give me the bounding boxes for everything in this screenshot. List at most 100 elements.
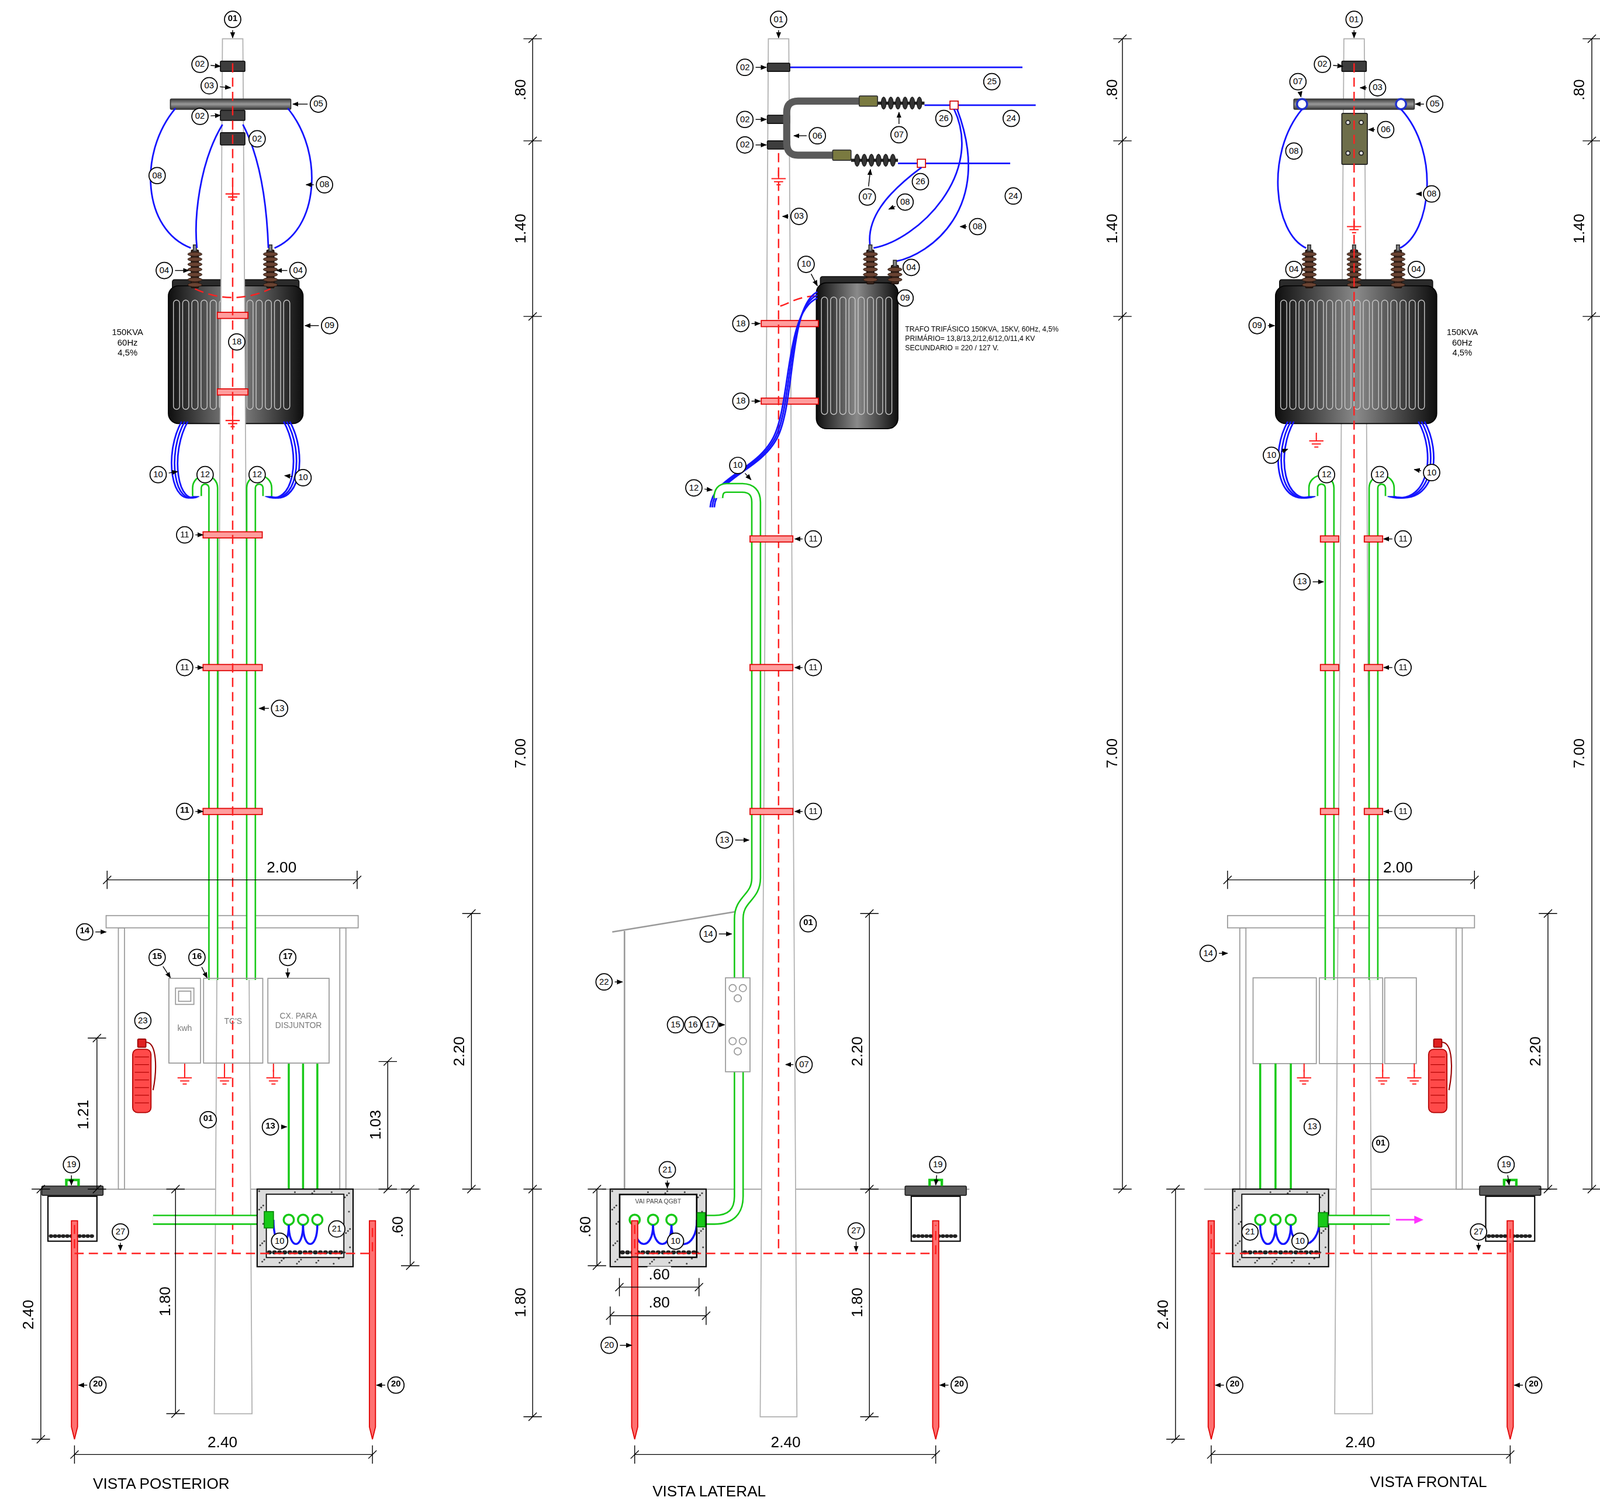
grounding-conductor — [634, 1224, 936, 1254]
concrete-grain — [1275, 1258, 1278, 1260]
dimension-tick — [523, 312, 542, 321]
view-title: VISTA LATERAL — [652, 1482, 766, 1500]
bushing-shed — [263, 251, 278, 257]
leader-line — [232, 29, 233, 38]
dimension-label: 7.00 — [1571, 737, 1589, 769]
callout-number: 27 — [847, 1221, 866, 1240]
callout-number: 16 — [188, 948, 206, 966]
concrete-grain — [614, 1260, 617, 1263]
concrete-grain — [1308, 1262, 1311, 1264]
callout-number: 02 — [248, 130, 266, 148]
ground-symbol — [1346, 218, 1361, 233]
leader-line — [70, 1175, 72, 1185]
gravel — [916, 1234, 921, 1238]
callout-number: 18 — [731, 314, 750, 333]
dimension-tick — [1582, 312, 1600, 321]
bushing-shed — [187, 272, 202, 277]
panel-box: CX. PARA DISJUNTOR — [267, 977, 330, 1064]
concrete-grain — [685, 1262, 688, 1264]
insulator-shed — [861, 154, 867, 167]
bushing-shed — [263, 257, 278, 262]
concrete-grain — [615, 1222, 618, 1225]
concrete-grain — [332, 1262, 335, 1264]
concrete-grain — [258, 1208, 261, 1211]
bushing-terminal — [893, 260, 897, 266]
dimension-line — [634, 1453, 936, 1455]
dimension-line — [619, 1286, 700, 1287]
dimension-tick — [1582, 136, 1600, 145]
leader-line — [1368, 129, 1375, 130]
callout-number: 18 — [731, 392, 750, 410]
cable — [274, 108, 313, 248]
callout-number: 07 — [795, 1055, 814, 1074]
concrete-grain — [259, 1243, 262, 1246]
callout-number: 07 — [890, 126, 908, 144]
ground-rod — [1507, 1220, 1513, 1440]
dimension-line — [387, 1061, 389, 1189]
concrete-grain — [346, 1193, 348, 1196]
leader-line — [1383, 538, 1393, 539]
extinguisher-rib — [134, 1063, 149, 1065]
bushing-shed — [1390, 272, 1405, 277]
callout-number: 12 — [196, 465, 214, 484]
dimension-tick — [1538, 1184, 1557, 1194]
gravel — [1490, 1234, 1496, 1238]
dimension-line — [531, 38, 533, 1416]
mounting-bracket — [786, 101, 866, 156]
dimension-tick — [166, 1184, 185, 1194]
dimension-label: 1.80 — [848, 1286, 866, 1318]
ground-symbol — [177, 1069, 192, 1084]
leader-line — [276, 270, 288, 271]
dimension-tick — [523, 34, 542, 43]
bracket-fitting — [859, 95, 878, 106]
callout-number: 19 — [928, 1155, 947, 1174]
dimension-label: 2.20 — [450, 1035, 468, 1067]
callout-number: 13 — [270, 699, 289, 718]
concrete-grain — [699, 1193, 701, 1196]
concrete-grain — [683, 1190, 686, 1193]
cooling-fin — [274, 299, 281, 410]
dimension-label: 2.20 — [848, 1035, 866, 1067]
concrete-grain — [1324, 1245, 1327, 1248]
box-knockout — [734, 1047, 742, 1055]
conduit-connector — [696, 1212, 706, 1227]
concrete-grain — [702, 1227, 704, 1230]
leader-line — [868, 169, 871, 187]
leader-line — [755, 67, 767, 68]
bushing-shed — [863, 277, 878, 282]
concrete-grain — [260, 1205, 262, 1208]
dimension-tick — [630, 1445, 639, 1464]
bushing-shed — [1390, 251, 1405, 257]
cooling-fin — [885, 296, 892, 415]
callout-number: 10 — [1291, 1232, 1309, 1250]
dimension-tick — [1113, 34, 1132, 43]
leader-line — [1383, 810, 1393, 812]
dimension-label: 2.40 — [1344, 1433, 1377, 1451]
concrete-grain — [1234, 1208, 1236, 1211]
ground-symbol — [225, 185, 240, 200]
insulator-shed — [890, 154, 896, 167]
view-title: VISTA POSTERIOR — [92, 1475, 230, 1493]
rating-note: 150KVA 60Hz 4,5% — [1443, 327, 1481, 358]
gravel — [52, 1234, 58, 1238]
callout-number: 04 — [1407, 260, 1426, 279]
leader-line — [785, 1063, 794, 1065]
concrete-grain — [263, 1239, 266, 1242]
cooling-fin — [876, 296, 883, 415]
callout-number: 09 — [1248, 316, 1267, 335]
grounding-conductor — [1353, 63, 1355, 1253]
concrete-grain — [344, 1231, 347, 1234]
cable — [242, 124, 269, 248]
conduit — [153, 1214, 266, 1225]
pipe-strap — [750, 535, 793, 542]
grounding-conductor — [232, 63, 234, 1253]
cable — [302, 1224, 317, 1244]
bushing-shed — [187, 257, 202, 262]
gravel — [1498, 1234, 1504, 1238]
dimension-tick — [587, 1260, 606, 1270]
bushing-shed — [187, 277, 202, 282]
callout-number: 01 — [1372, 1135, 1390, 1153]
callout-number: 18 — [227, 333, 246, 351]
bushing-shed — [1301, 282, 1316, 288]
leader-line — [778, 29, 779, 38]
